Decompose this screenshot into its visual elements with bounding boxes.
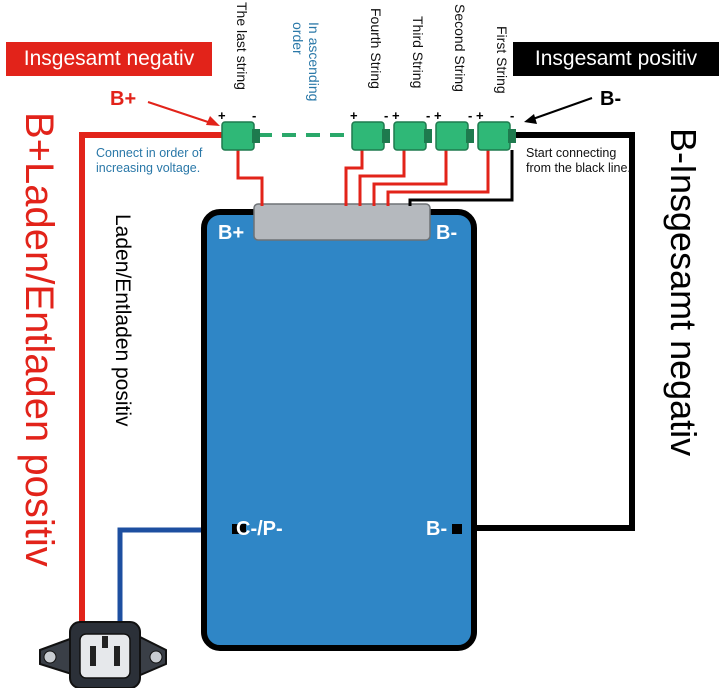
arrow-bplus-head <box>206 116 220 126</box>
wire-second-string <box>372 150 448 206</box>
bms-board <box>201 209 477 651</box>
polarity-plus-fourth: + <box>350 108 358 123</box>
connector-fourth-string <box>351 121 390 151</box>
charge-positive-small-label: Laden/Entladen positiv <box>111 214 134 427</box>
black-main-wire <box>455 132 635 531</box>
string-label-third: Third String <box>410 16 426 89</box>
board-bminus-top-label: B- <box>436 222 458 244</box>
board-cp-minus-label: C-/P- <box>236 518 283 540</box>
balance-header <box>253 203 431 241</box>
connect-order-note: Connect in order of increasing voltage. <box>96 146 203 175</box>
polarity-plus-first: + <box>476 108 484 123</box>
connector-second-string <box>435 121 474 151</box>
arrow-bminus-head <box>524 114 537 124</box>
string-label-first: First String <box>494 26 510 94</box>
polarity-minus-fourth: - <box>384 108 389 123</box>
start-black-note: Start connecting from the black line. <box>526 146 631 175</box>
polarity-plus-third: + <box>392 108 400 123</box>
polarity-plus-second: + <box>434 108 442 123</box>
b-minus-pin <box>452 524 462 534</box>
total-negative-tag: Insgesamt negativ <box>6 42 212 76</box>
connector-first-string <box>477 121 516 151</box>
bplus-top-label: B+ <box>110 88 137 110</box>
wire-last-string <box>236 150 264 206</box>
string-label-last: The last string <box>234 2 250 90</box>
arrow-bplus <box>147 101 215 125</box>
ascending-order-label: In ascending order <box>290 22 322 102</box>
board-bminus-bottom-label: B- <box>426 518 448 540</box>
wire-third-string <box>358 150 406 206</box>
polarity-minus-last: - <box>252 108 257 123</box>
blue-wire <box>117 527 232 632</box>
wire-fourth-string <box>344 150 364 206</box>
connector-third-string <box>393 121 432 151</box>
charge-positive-large-label: B+Laden/Entladen positiv <box>17 112 61 567</box>
polarity-minus-first: - <box>510 108 515 123</box>
board-bplus-label: B+ <box>218 222 245 244</box>
power-socket-icon <box>39 621 167 688</box>
arrow-bminus <box>529 97 593 121</box>
string-label-second: Second String <box>452 4 468 92</box>
string-label-fourth: Fourth String <box>368 8 384 89</box>
red-main-wire <box>79 132 222 640</box>
polarity-plus-last: + <box>218 108 226 123</box>
polarity-minus-second: - <box>468 108 473 123</box>
polarity-minus-third: - <box>426 108 431 123</box>
c-p-minus-pin <box>232 524 246 534</box>
bminus-top-label: B- <box>600 88 622 110</box>
b-minus-total-negative-label: B-Insgesamt negativ <box>663 128 704 457</box>
connector-last-string <box>221 121 260 151</box>
total-positive-tag: Insgesamt positiv <box>513 42 719 76</box>
wire-black-start <box>408 150 514 206</box>
wire-first-string <box>386 150 490 206</box>
